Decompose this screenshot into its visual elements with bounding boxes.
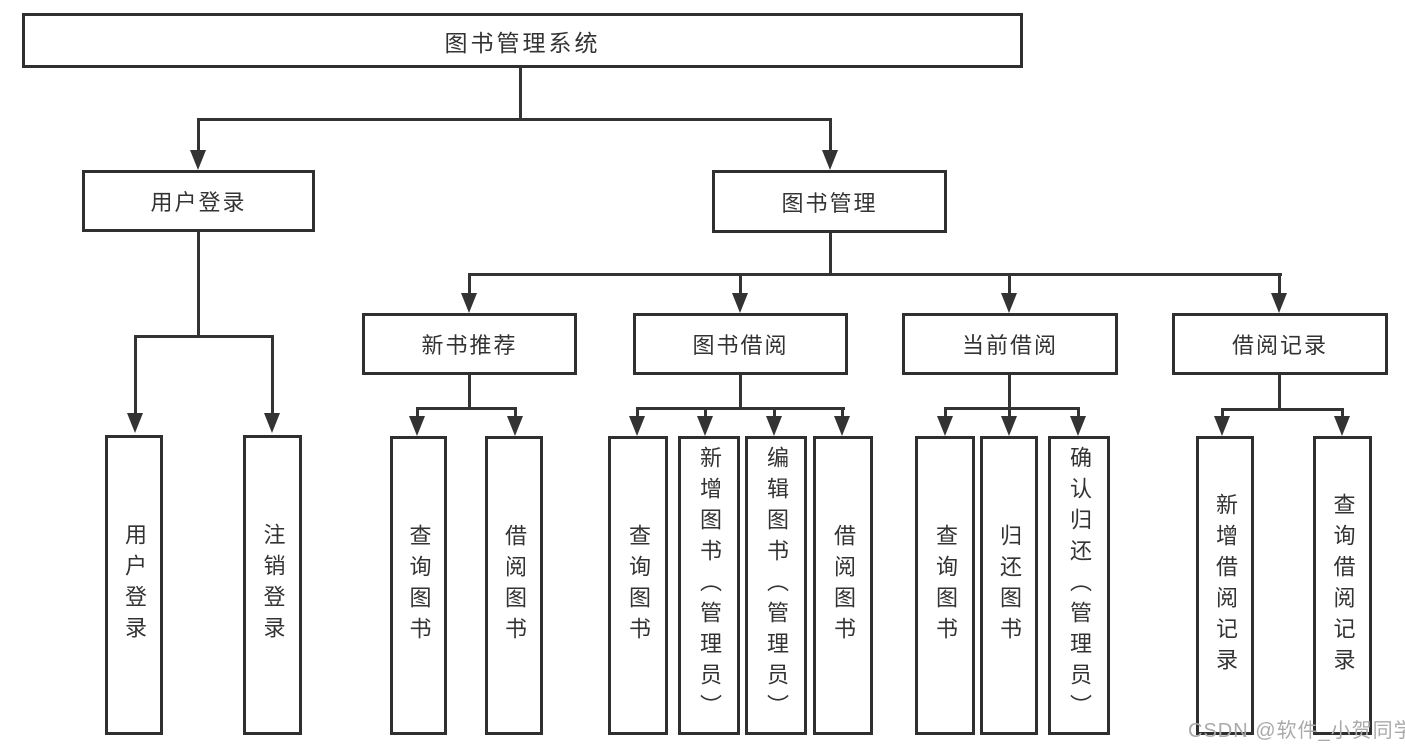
watermark: CSDN @软件_小贺同学 <box>1188 720 1405 742</box>
connector-line <box>944 407 1080 410</box>
connector-line <box>134 335 274 338</box>
arrow-down-icon <box>1001 416 1017 436</box>
connector-line <box>1278 273 1281 295</box>
arrow-down-icon <box>507 416 523 436</box>
node-leaf-add-book-admin-label: 新增图书（管理员） <box>697 446 722 725</box>
connector-line <box>1008 407 1011 418</box>
connector-line <box>636 407 639 418</box>
node-user-login-label: 用户登录 <box>150 190 247 215</box>
connector-line <box>1221 408 1224 418</box>
arrow-down-icon <box>461 293 477 313</box>
node-leaf-borrow-book-2: 借阅图书 <box>813 436 873 735</box>
connector-line <box>271 335 274 415</box>
arrow-down-icon <box>1334 416 1350 436</box>
node-leaf-return-book-label: 归还图书 <box>997 523 1022 648</box>
arrow-down-icon <box>732 293 748 313</box>
node-leaf-query-book-3: 查询图书 <box>915 436 975 735</box>
arrow-down-icon <box>190 150 206 170</box>
node-current-borrowing-label: 当前借阅 <box>961 333 1058 358</box>
connector-line <box>134 335 137 415</box>
connector-line <box>416 407 517 410</box>
node-borrow-records: 借阅记录 <box>1172 313 1388 375</box>
arrow-down-icon <box>1271 293 1287 313</box>
node-new-book-recommend: 新书推荐 <box>362 313 577 375</box>
connector-line <box>197 232 200 335</box>
connector-line <box>514 407 517 418</box>
arrow-down-icon <box>834 416 850 436</box>
arrow-down-icon <box>766 416 782 436</box>
connector-line <box>197 118 200 152</box>
connector-line <box>739 273 742 295</box>
connector-line <box>1341 408 1344 418</box>
node-root: 图书管理系统 <box>22 13 1023 68</box>
connector-line <box>829 118 832 152</box>
arrow-down-icon <box>697 416 713 436</box>
node-borrow-records-label: 借阅记录 <box>1231 333 1328 358</box>
connector-line <box>519 68 522 118</box>
node-leaf-borrow-book-2-label: 借阅图书 <box>831 523 856 648</box>
node-leaf-query-borrow-record-label: 查询借阅记录 <box>1330 492 1356 679</box>
node-leaf-return-book: 归还图书 <box>980 436 1038 735</box>
connector-line <box>636 407 845 410</box>
connector-line <box>1221 408 1344 411</box>
connector-line <box>829 233 832 273</box>
connector-line <box>197 118 832 121</box>
node-leaf-logout-label: 注销登录 <box>260 523 286 647</box>
node-leaf-query-borrow-record: 查询借阅记录 <box>1313 436 1372 735</box>
arrow-down-icon <box>1070 416 1086 436</box>
node-leaf-add-book-admin: 新增图书（管理员） <box>678 436 740 735</box>
arrow-down-icon <box>629 416 645 436</box>
connector-line <box>841 407 844 418</box>
node-leaf-add-borrow-record-label: 新增借阅记录 <box>1213 492 1238 679</box>
node-leaf-edit-book-admin: 编辑图书（管理员） <box>745 436 807 735</box>
connector-line <box>1008 273 1011 295</box>
arrow-down-icon <box>409 416 425 436</box>
arrow-down-icon <box>1214 416 1230 436</box>
arrow-down-icon <box>822 150 838 170</box>
connector-line <box>416 407 419 418</box>
connector-line <box>468 375 471 407</box>
node-new-book-recommend-label: 新书推荐 <box>421 333 518 358</box>
node-user-login: 用户登录 <box>82 170 315 232</box>
node-leaf-borrow-book-1: 借阅图书 <box>485 436 543 735</box>
node-current-borrowing: 当前借阅 <box>902 313 1118 375</box>
node-leaf-query-book-2-label: 查询图书 <box>626 523 651 648</box>
connector-line <box>704 407 707 418</box>
node-leaf-query-book-2: 查询图书 <box>608 436 668 735</box>
node-leaf-confirm-return-admin: 确认归还（管理员） <box>1048 436 1110 735</box>
connector-line <box>739 375 742 407</box>
node-leaf-add-borrow-record: 新增借阅记录 <box>1196 436 1254 735</box>
node-leaf-edit-book-admin-label: 编辑图书（管理员） <box>764 446 789 725</box>
connector-line <box>1008 375 1011 407</box>
connector-line <box>468 273 1282 276</box>
node-book-management-label: 图书管理 <box>781 190 878 216</box>
connector-line <box>773 407 776 418</box>
connector-line <box>1278 375 1281 408</box>
connector-line <box>944 407 947 418</box>
node-leaf-query-book-3-label: 查询图书 <box>933 523 958 648</box>
arrow-down-icon <box>127 413 143 433</box>
arrow-down-icon <box>937 416 953 436</box>
connector-line <box>1077 407 1080 418</box>
node-leaf-logout: 注销登录 <box>243 435 302 735</box>
node-book-borrowing-label: 图书借阅 <box>692 333 789 358</box>
connector-line <box>468 273 471 295</box>
node-leaf-query-book-1: 查询图书 <box>390 436 447 735</box>
node-book-management: 图书管理 <box>712 170 947 233</box>
node-leaf-confirm-return-admin-label: 确认归还（管理员） <box>1067 446 1092 725</box>
node-book-borrowing: 图书借阅 <box>633 313 848 375</box>
node-leaf-borrow-book-1-label: 借阅图书 <box>502 523 527 648</box>
node-root-label: 图书管理系统 <box>444 29 601 56</box>
node-leaf-user-login-label: 用户登录 <box>122 523 147 647</box>
arrow-down-icon <box>1001 293 1017 313</box>
arrow-down-icon <box>264 413 280 433</box>
node-leaf-query-book-1-label: 查询图书 <box>406 523 432 648</box>
node-leaf-user-login: 用户登录 <box>105 435 163 735</box>
